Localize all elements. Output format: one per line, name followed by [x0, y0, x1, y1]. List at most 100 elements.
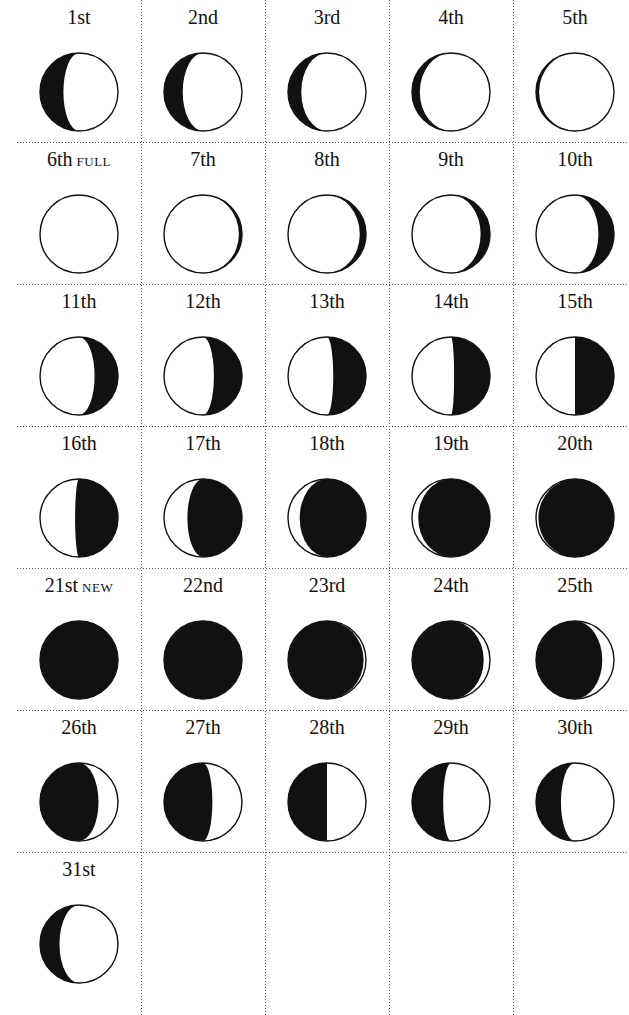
day-heading: 2nd	[141, 6, 265, 29]
moon-phase	[164, 479, 242, 557]
moon-outline	[288, 763, 366, 841]
phase-tag: FULL	[77, 154, 112, 169]
moon-outline	[412, 763, 490, 841]
day-number: 23rd	[309, 574, 346, 596]
day-heading: 14th	[389, 290, 513, 313]
day-number: 10th	[557, 148, 593, 170]
moon-shadow	[300, 479, 366, 557]
moon-phase	[412, 53, 490, 131]
moon-disc	[40, 905, 118, 983]
moon-disc	[40, 337, 118, 415]
moon-outline	[40, 763, 118, 841]
moon-disc	[412, 621, 490, 699]
day-number: 27th	[185, 716, 221, 738]
moon-disc	[412, 195, 490, 273]
day-number: 6th	[47, 148, 73, 170]
moon-outline	[40, 337, 118, 415]
moon-disc	[412, 763, 490, 841]
moon-disc	[412, 53, 490, 131]
row-divider	[17, 284, 629, 285]
moon-disc	[40, 763, 118, 841]
day-heading: 26th	[17, 716, 141, 739]
moon-outline	[288, 195, 366, 273]
day-heading: 25th	[513, 574, 629, 597]
moon-phase	[412, 195, 490, 273]
moon-shadow	[164, 53, 203, 131]
moon-outline	[536, 53, 614, 131]
moon-phase	[40, 763, 118, 841]
moon-disc	[288, 763, 366, 841]
day-heading: 6th FULL	[17, 148, 141, 171]
moon-phase	[288, 337, 366, 415]
moon-shadow	[203, 195, 242, 273]
moon-disc	[40, 53, 118, 131]
column-divider	[265, 0, 266, 1015]
moon-phase	[288, 763, 366, 841]
day-number: 19th	[433, 432, 469, 454]
moon-phase	[536, 195, 614, 273]
day-number: 7th	[190, 148, 216, 170]
moon-shadow	[40, 905, 79, 983]
day-heading: 1st	[17, 6, 141, 29]
day-number: 11th	[62, 290, 97, 312]
moon-disc	[164, 763, 242, 841]
moon-outline	[40, 621, 118, 699]
moon-shadow	[451, 337, 490, 415]
moon-disc	[164, 53, 242, 131]
moon-shadow	[40, 53, 79, 131]
day-number: 21st	[45, 574, 78, 596]
moon-disc	[412, 479, 490, 557]
moon-shadow	[203, 337, 242, 415]
day-number: 22nd	[183, 574, 223, 596]
day-heading: 5th	[513, 6, 629, 29]
day-heading: 10th	[513, 148, 629, 171]
moon-disc	[536, 195, 614, 273]
moon-outline	[288, 337, 366, 415]
moon-shadow	[575, 337, 614, 415]
column-divider	[141, 0, 142, 1015]
day-number: 28th	[309, 716, 345, 738]
moon-outline	[412, 621, 490, 699]
moon-shadow	[575, 195, 614, 273]
moon-disc	[40, 195, 118, 273]
moon-disc	[288, 53, 366, 131]
day-heading: 22nd	[141, 574, 265, 597]
moon-phase	[288, 621, 366, 699]
row-divider	[17, 568, 629, 569]
day-number: 31st	[62, 858, 95, 880]
moon-shadow	[288, 53, 327, 131]
moon-phase	[288, 53, 366, 131]
moon-disc	[288, 621, 366, 699]
moon-phase	[412, 621, 490, 699]
moon-disc	[40, 479, 118, 557]
moon-phase	[40, 53, 118, 131]
moon-shadow	[451, 195, 490, 273]
moon-phase	[164, 621, 242, 699]
day-number: 15th	[557, 290, 593, 312]
day-heading: 31st	[17, 858, 141, 881]
moon-shadow	[536, 763, 575, 841]
row-divider	[17, 142, 629, 143]
day-number: 1st	[67, 6, 90, 28]
moon-phase	[536, 337, 614, 415]
moon-phase	[536, 53, 614, 131]
day-number: 25th	[557, 574, 593, 596]
moon-disc	[164, 337, 242, 415]
day-heading: 4th	[389, 6, 513, 29]
moon-phase	[40, 337, 118, 415]
moon-outline	[164, 763, 242, 841]
moon-phase	[164, 195, 242, 273]
day-number: 12th	[185, 290, 221, 312]
moon-phase	[288, 195, 366, 273]
moon-outline	[40, 53, 118, 131]
moon-outline	[288, 621, 366, 699]
day-heading: 21stNEW	[17, 574, 141, 597]
day-number: 26th	[61, 716, 97, 738]
moon-shadow	[327, 195, 366, 273]
day-number: 5th	[562, 6, 588, 28]
day-number: 14th	[433, 290, 469, 312]
moon-disc	[536, 337, 614, 415]
day-heading: 24th	[389, 574, 513, 597]
moon-outline	[288, 479, 366, 557]
moon-shadow	[164, 763, 212, 841]
